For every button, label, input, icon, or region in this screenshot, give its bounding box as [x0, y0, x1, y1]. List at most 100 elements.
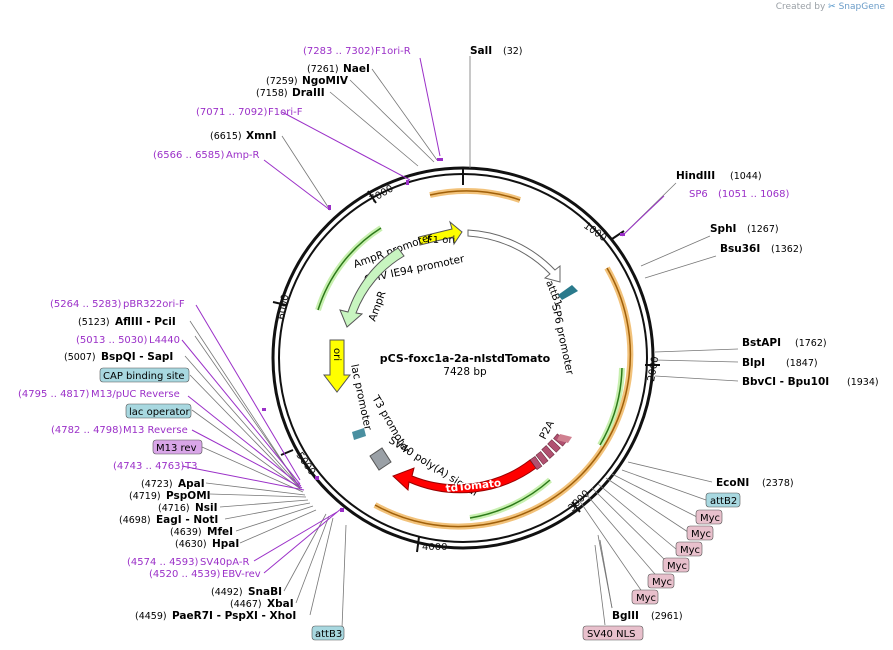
primer-l4440: L4440 — [149, 335, 180, 346]
box-cap-binding-site: CAP binding site — [99, 367, 190, 383]
enzyme-paer7i-pspxi-xhoi: PaeR7I - PspXI - XhoI — [172, 610, 296, 622]
enzyme-econi: EcoNI — [716, 477, 749, 489]
svg-text:Myc: Myc — [700, 513, 720, 524]
box-myc-4: Myc — [662, 557, 690, 573]
orf-green-right-line — [599, 367, 623, 446]
enzyme-bspqi-sapi: BspQI - SapI — [101, 351, 173, 363]
snapgene-credit: Created by ✂ SnapGene — [776, 2, 885, 12]
cmv-promoter-feature — [467, 229, 561, 283]
box-myc-6: Myc — [631, 589, 659, 605]
myc-tags — [529, 433, 567, 470]
primer-f1ori-r-pos: (7283 .. 7302) — [303, 46, 375, 57]
svg-text:Myc: Myc — [667, 561, 687, 572]
ampr-label: AmpR — [367, 289, 389, 323]
tick-label-1000: 1000 — [581, 220, 608, 244]
enzyme-pspomi: PspOMI — [166, 490, 211, 502]
box-attb2: attB2 — [705, 492, 741, 508]
leader-lines — [184, 56, 739, 629]
enzyme-pspomi-pos: (4719) — [129, 491, 161, 502]
enzyme-naei-pos: (7261) — [307, 64, 339, 75]
ori-label: ori — [331, 348, 342, 361]
enzyme-bbvci-pos: (1934) — [847, 377, 879, 388]
enzyme-bglii-pos: (2961) — [651, 611, 683, 622]
enzyme-snabi: SnaBI — [248, 586, 282, 598]
orf-green-left-line — [317, 227, 382, 311]
enzyme-xbai: XbaI — [267, 598, 294, 610]
enzyme-naei: NaeI — [343, 63, 370, 75]
enzyme-sali-pos: (32) — [503, 46, 523, 57]
primer-f1ori-f-pos: (7071 .. 7092) — [196, 107, 268, 118]
primer-pbr322ori-f: pBR322ori-F — [123, 299, 185, 310]
primer-m13-puc-reverse-pos: (4795 .. 4817) — [18, 389, 90, 400]
enzyme-mfei: MfeI — [207, 526, 233, 538]
svg-text:Myc: Myc — [652, 577, 672, 588]
enzyme-apai-pos: (4723) — [141, 479, 173, 490]
f1ori-feature — [418, 220, 463, 246]
enzyme-bbvci-bpu10i: BbvCI - Bpu10I — [742, 376, 829, 388]
primer-amp-r: Amp-R — [226, 150, 260, 161]
enzyme-mfei-pos: (4639) — [170, 527, 202, 538]
primer-t3-pos: (4743 .. 4763) — [113, 461, 185, 472]
svg-text:Myc: Myc — [691, 529, 711, 540]
enzyme-ngomiv-pos: (7259) — [266, 76, 298, 87]
ampr-feature — [339, 247, 405, 328]
primer-sp6: SP6 — [689, 189, 708, 200]
orf-green-bottom-line — [469, 479, 551, 519]
box-sv40-nls: SV40 NLS — [582, 625, 644, 641]
enzyme-bsu36i-pos: (1362) — [771, 244, 803, 255]
p2a-marker — [557, 434, 572, 443]
svg-text:CAP binding site: CAP binding site — [103, 371, 185, 382]
box-myc-2: Myc — [686, 525, 714, 541]
enzyme-sali: SalI — [470, 45, 492, 57]
enzyme-snabi-pos: (4492) — [211, 587, 243, 598]
enzyme-eagi-noti: EagI - NotI — [156, 514, 218, 526]
enzyme-afliii-pcii: AflIII - PciI — [115, 316, 176, 328]
enzyme-nsii-pos: (4716) — [158, 503, 190, 514]
primer-sp6-pos: (1051 .. 1068) — [718, 189, 790, 200]
svg-text:SV40 NLS: SV40 NLS — [587, 629, 636, 640]
primer-m13-reverse: M13 Reverse — [123, 425, 188, 436]
enzyme-hpai-pos: (4630) — [175, 539, 207, 550]
enzyme-bstapi: BstAPI — [742, 337, 781, 349]
enzyme-apai: ApaI — [178, 478, 205, 490]
plasmid-size: 7428 bp — [443, 366, 487, 378]
enzyme-sphi: SphI — [710, 223, 736, 235]
enzyme-bspqi-pos: (5007) — [64, 352, 96, 363]
box-myc-5: Myc — [647, 573, 675, 589]
enzyme-blpi: BlpI — [742, 357, 765, 369]
primer-sv40pa-r: SV40pA-R — [200, 557, 249, 568]
enzyme-sphi-pos: (1267) — [747, 224, 779, 235]
enzyme-afliii-pos: (5123) — [78, 317, 110, 328]
svg-text:lac operator: lac operator — [129, 407, 190, 418]
tick-label-4000: 4000 — [422, 542, 447, 553]
box-m13-rev: M13 rev — [152, 439, 203, 455]
primer-marks — [262, 158, 625, 512]
primer-pbr322ori-f-pos: (5264 .. 5283) — [50, 299, 122, 310]
enzyme-econi-pos: (2378) — [762, 478, 794, 489]
enzyme-paer7i-pos: (4459) — [135, 611, 167, 622]
primer-ebv-rev-pos: (4520 .. 4539) — [149, 569, 221, 580]
tdtomato-feature — [392, 459, 537, 494]
tick-label-2000: 2000 — [646, 356, 661, 383]
enzyme-hindiii: HindIII — [676, 170, 715, 182]
enzyme-hpai: HpaI — [212, 538, 239, 550]
svg-text:Myc: Myc — [680, 545, 700, 556]
primer-f1ori-r: F1ori-R — [375, 46, 411, 57]
primer-m13-reverse-pos: (4782 .. 4798) — [51, 425, 123, 436]
svg-text:M13 rev: M13 rev — [156, 443, 197, 454]
box-myc-3: Myc — [675, 541, 703, 557]
attb1-marker — [558, 285, 578, 300]
orf-green-left — [315, 225, 383, 311]
enzyme-nsii: NsiI — [195, 502, 218, 514]
box-attb3: attB3 — [311, 625, 345, 641]
primer-l4440-pos: (5013 .. 5030) — [76, 335, 148, 346]
tick-marks — [272, 168, 660, 553]
enzyme-draiii-pos: (7158) — [256, 88, 288, 99]
primer-lines — [181, 57, 665, 574]
box-lac-operator: lac operator — [125, 403, 192, 419]
lac-operator-marker — [352, 428, 366, 440]
credit-text: Created by — [775, 2, 826, 12]
primer-sv40pa-r-pos: (4574 .. 4593) — [127, 557, 199, 568]
primer-m13-puc-reverse: M13/pUC Reverse — [91, 389, 180, 400]
svg-text:attB2: attB2 — [710, 496, 737, 507]
